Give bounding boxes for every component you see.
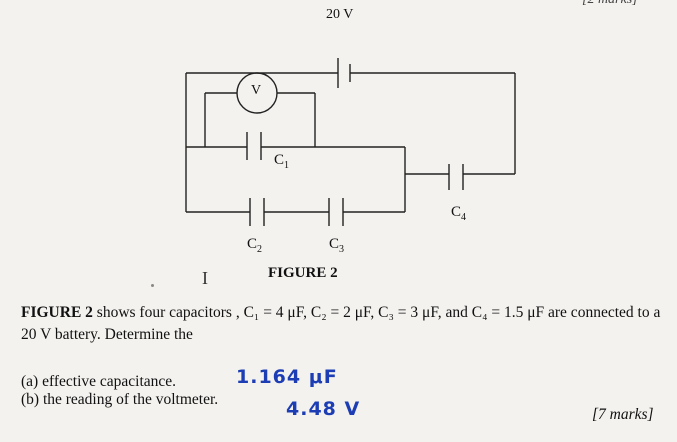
c4-label: C4 (451, 204, 467, 223)
handwritten-answer-a: 1.164 μF (236, 366, 338, 388)
handwritten-answer-b: 4.48 V (286, 398, 361, 420)
top-marks-label: [2 marks] (582, 0, 638, 8)
question-paragraph: FIGURE 2 shows four capacitors , C₁ = 4 … (21, 302, 671, 346)
c1-label: C1 (274, 152, 290, 171)
stray-dot (151, 284, 154, 287)
question-body: shows four capacitors , C₁ = 4 μF, C₂ = … (21, 304, 661, 343)
figure-title: FIGURE 2 (268, 265, 338, 281)
part-a: (a) effective capacitance. (21, 373, 177, 390)
c3-label: C3 (329, 236, 345, 255)
voltmeter-label: V (251, 83, 262, 98)
text-cursor-icon: I (202, 268, 208, 288)
circuit-diagram (185, 58, 516, 226)
c2-label: C2 (247, 236, 263, 255)
figure-reference: FIGURE 2 (21, 304, 93, 321)
part-b: (b) the reading of the voltmeter. (21, 391, 219, 408)
battery-label: 20 V (326, 7, 354, 22)
total-marks: [7 marks] (592, 406, 654, 423)
